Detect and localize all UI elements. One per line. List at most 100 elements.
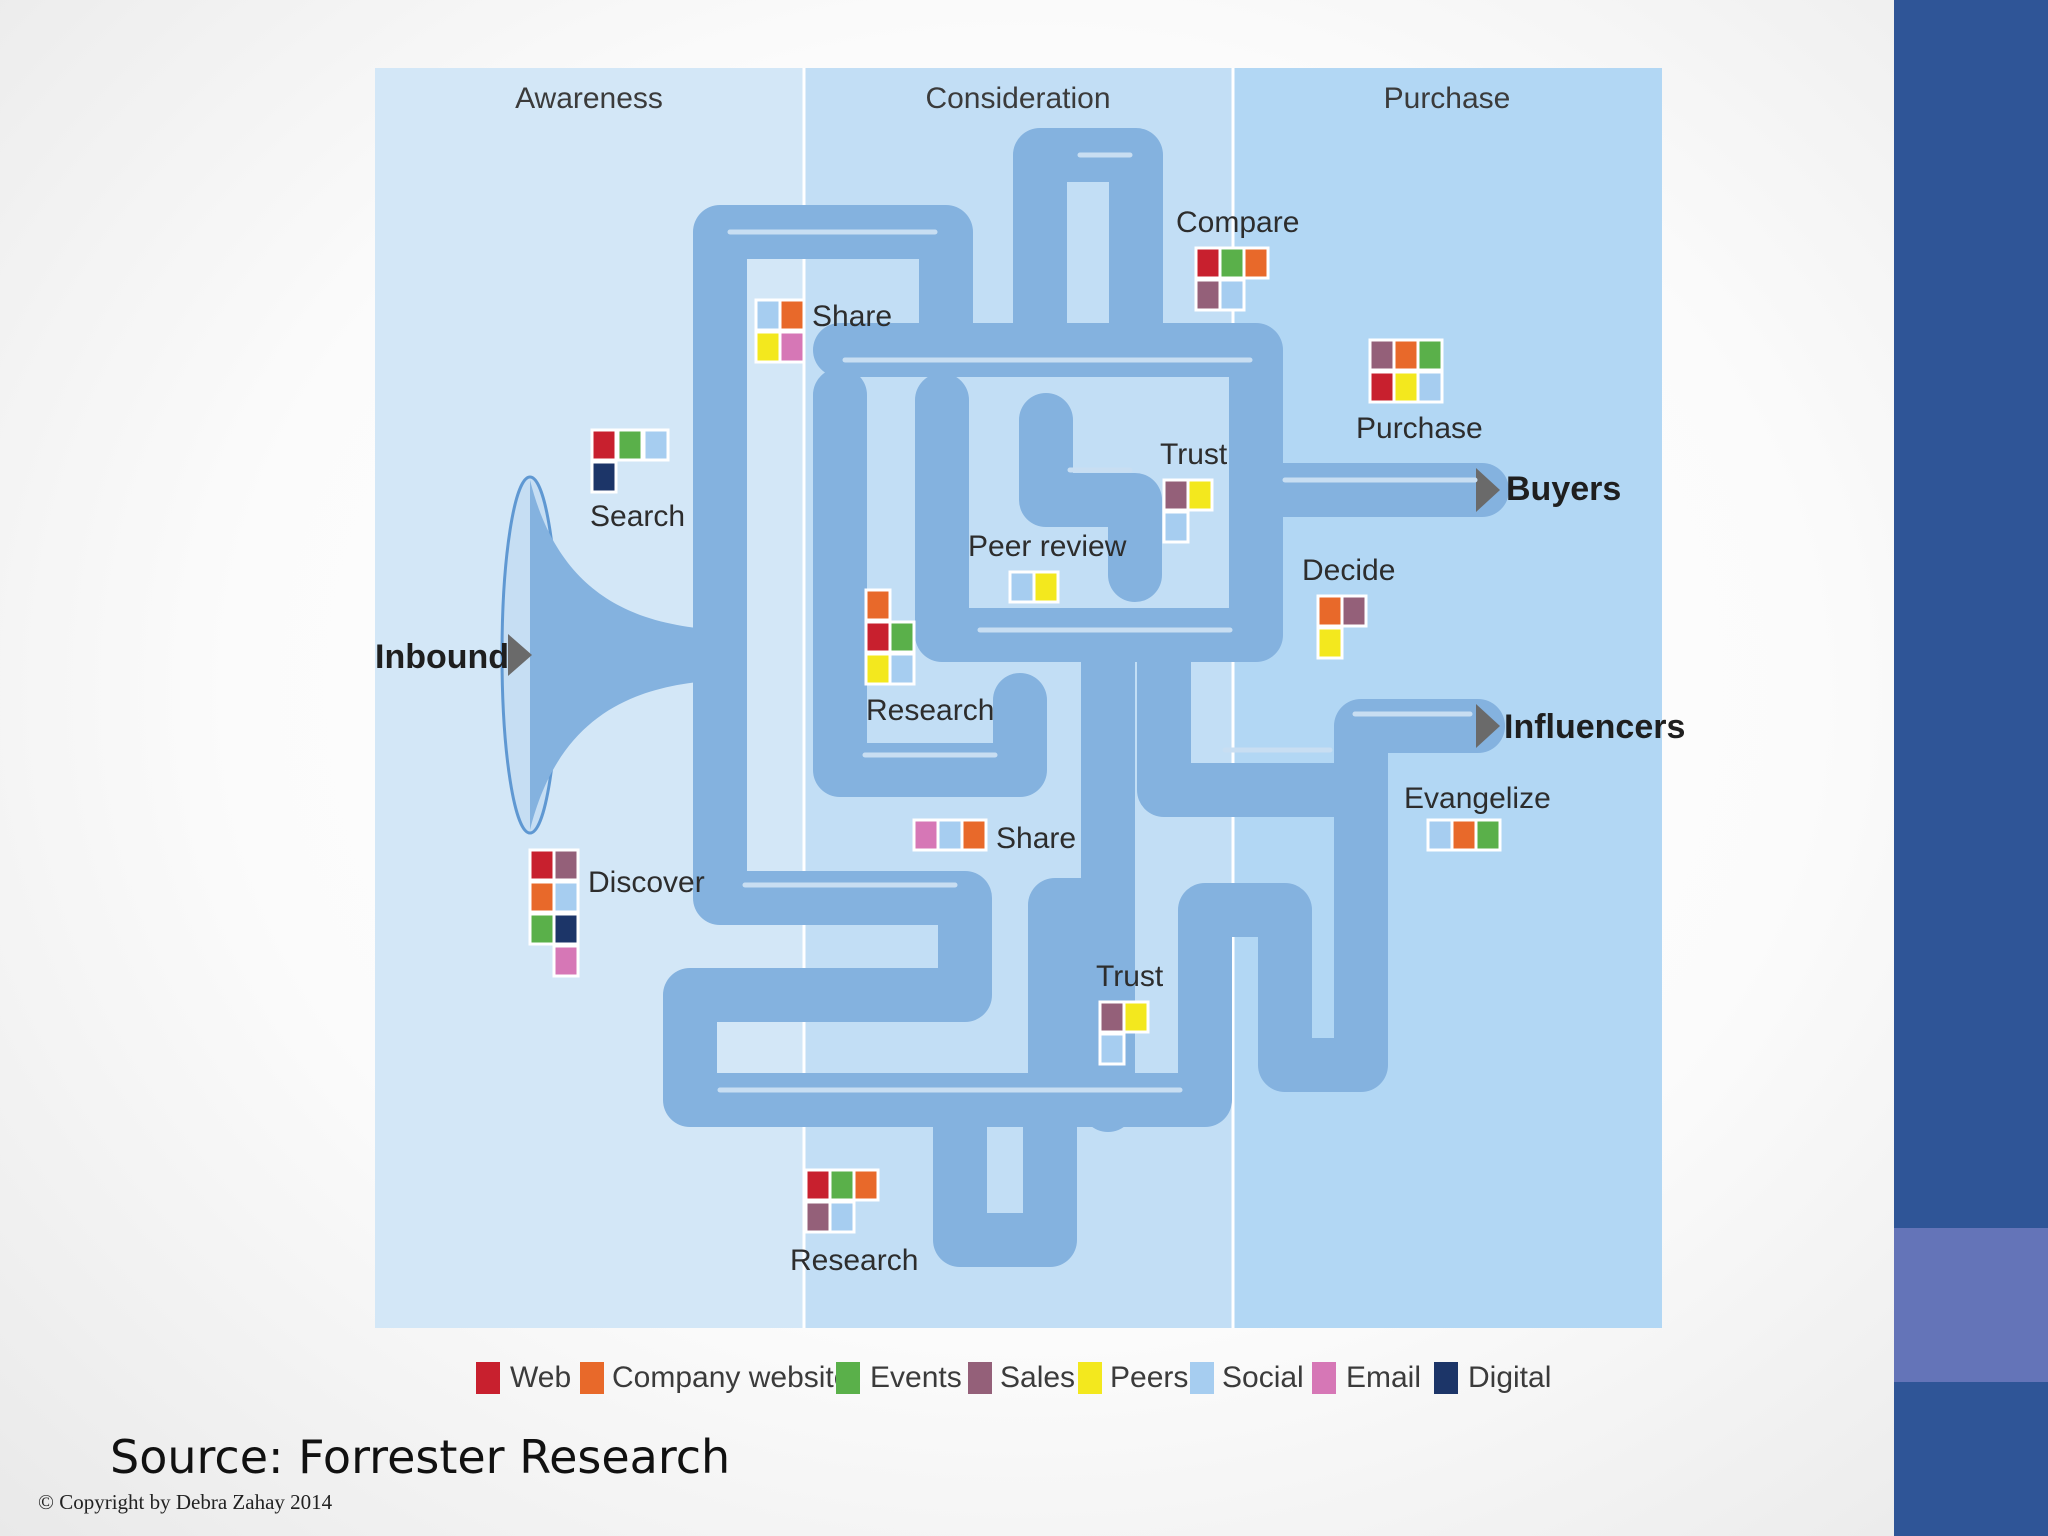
channel-swatch bbox=[1008, 570, 1036, 604]
step-label-share-top: Share bbox=[812, 300, 892, 333]
channel-swatch bbox=[590, 460, 618, 494]
channel-swatch bbox=[616, 428, 644, 462]
channel-swatch bbox=[1426, 818, 1454, 852]
step-label-purchase: Purchase bbox=[1356, 412, 1483, 445]
channel-swatch bbox=[1032, 570, 1060, 604]
channel-swatch bbox=[1218, 278, 1246, 312]
channel-swatch bbox=[778, 298, 806, 332]
channel-swatch bbox=[888, 652, 916, 686]
source-caption: Source: Forrester Research bbox=[110, 1430, 731, 1484]
legend-swatch-digital bbox=[1434, 1362, 1458, 1394]
channel-swatch bbox=[1392, 370, 1420, 404]
channel-swatch bbox=[754, 298, 782, 332]
channel-swatch bbox=[1416, 338, 1444, 372]
legend-label-events: Events bbox=[870, 1361, 962, 1394]
channel-swatch bbox=[1242, 246, 1270, 280]
channel-swatch bbox=[552, 912, 580, 946]
copyright-notice: © Copyright by Debra Zahay 2014 bbox=[38, 1490, 333, 1514]
channel-swatch bbox=[1186, 478, 1214, 512]
step-label-trust-top: Trust bbox=[1160, 438, 1228, 471]
legend-swatch-social bbox=[1190, 1362, 1214, 1394]
channel-swatch bbox=[1316, 626, 1344, 660]
maze-path bbox=[1028, 878, 1122, 1127]
channel-swatch bbox=[1450, 818, 1478, 852]
buyers-arrow bbox=[1476, 468, 1500, 512]
channel-swatch bbox=[1194, 246, 1222, 280]
legend-swatch-web bbox=[476, 1362, 500, 1394]
legend-swatch-sales bbox=[968, 1362, 992, 1394]
channel-swatch bbox=[1098, 1032, 1126, 1066]
step-label-research-bottom: Research bbox=[790, 1244, 918, 1277]
column-label-awareness: Awareness bbox=[515, 82, 663, 115]
inbound-arrow bbox=[508, 634, 532, 676]
channel-swatch bbox=[804, 1168, 832, 1202]
channel-swatch bbox=[804, 1200, 832, 1234]
channel-swatches bbox=[528, 246, 1502, 1234]
step-label-compare: Compare bbox=[1176, 206, 1299, 239]
column-label-purchase: Purchase bbox=[1384, 82, 1511, 115]
channel-swatch bbox=[528, 880, 556, 914]
channel-swatch bbox=[1316, 594, 1344, 628]
maze-path bbox=[1019, 393, 1162, 602]
channel-swatch bbox=[912, 818, 940, 852]
influencers-arrow bbox=[1476, 704, 1500, 748]
channel-swatch bbox=[828, 1200, 856, 1234]
channel-swatch bbox=[1194, 278, 1222, 312]
slide-side-accent bbox=[1894, 1228, 2048, 1382]
maze-path bbox=[813, 323, 1283, 517]
channel-swatch bbox=[888, 620, 916, 654]
channel-swatch bbox=[864, 652, 892, 686]
channel-swatch bbox=[552, 944, 580, 978]
channel-swatch bbox=[852, 1168, 880, 1202]
channel-swatch bbox=[1098, 1000, 1126, 1034]
journey-maze bbox=[508, 128, 1509, 1267]
inbound-funnel bbox=[530, 480, 720, 830]
channel-swatch bbox=[590, 428, 618, 462]
legend-label-peers: Peers bbox=[1110, 1361, 1188, 1394]
legend-label-company-website: Company website bbox=[612, 1361, 850, 1394]
channel-swatch bbox=[1122, 1000, 1150, 1034]
legend-label-email: Email bbox=[1346, 1361, 1421, 1394]
channel-swatch bbox=[1340, 594, 1368, 628]
legend-swatch-company-website bbox=[580, 1362, 604, 1394]
step-label-share-mid: Share bbox=[996, 822, 1076, 855]
channel-swatch bbox=[1416, 370, 1444, 404]
channel-swatch bbox=[1474, 818, 1502, 852]
legend-label-digital: Digital bbox=[1468, 1361, 1551, 1394]
legend-label-sales: Sales bbox=[1000, 1361, 1075, 1394]
channel-swatch bbox=[1218, 246, 1246, 280]
channel-swatch bbox=[1368, 338, 1396, 372]
legend-swatch-peers bbox=[1078, 1362, 1102, 1394]
channel-swatch bbox=[936, 818, 964, 852]
maze-path bbox=[1178, 763, 1388, 1122]
legend-swatch-events bbox=[836, 1362, 860, 1394]
column-label-consideration: Consideration bbox=[925, 82, 1110, 115]
channel-swatch bbox=[864, 588, 892, 622]
step-label-search: Search bbox=[590, 500, 685, 533]
maze-path bbox=[813, 368, 1047, 797]
endpoint-label-influencers: Influencers bbox=[1504, 708, 1685, 746]
purchase-column bbox=[1233, 68, 1662, 1328]
step-label-discover: Discover bbox=[588, 866, 705, 899]
channel-swatch bbox=[552, 880, 580, 914]
step-label-peer-review: Peer review bbox=[968, 530, 1127, 563]
endpoint-label-inbound: Inbound bbox=[375, 638, 509, 676]
channel-swatch bbox=[828, 1168, 856, 1202]
channel-swatch bbox=[642, 428, 670, 462]
step-label-research-mid: Research bbox=[866, 694, 994, 727]
step-label-trust-bottom: Trust bbox=[1096, 960, 1164, 993]
step-label-decide: Decide bbox=[1302, 554, 1395, 587]
channel-swatch bbox=[1162, 478, 1190, 512]
step-label-evangelize: Evangelize bbox=[1404, 782, 1551, 815]
channel-swatch bbox=[864, 620, 892, 654]
channel-swatch bbox=[1162, 510, 1190, 544]
maze-path bbox=[933, 1073, 1077, 1267]
legend-swatch-email bbox=[1312, 1362, 1336, 1394]
channel-swatch bbox=[754, 330, 782, 364]
legend: Web Company website Events Sales Peers S… bbox=[476, 1361, 1551, 1394]
endpoint-label-buyers: Buyers bbox=[1506, 470, 1621, 508]
legend-label-social: Social bbox=[1222, 1361, 1304, 1394]
channel-swatch bbox=[778, 330, 806, 364]
channel-swatch bbox=[960, 818, 988, 852]
